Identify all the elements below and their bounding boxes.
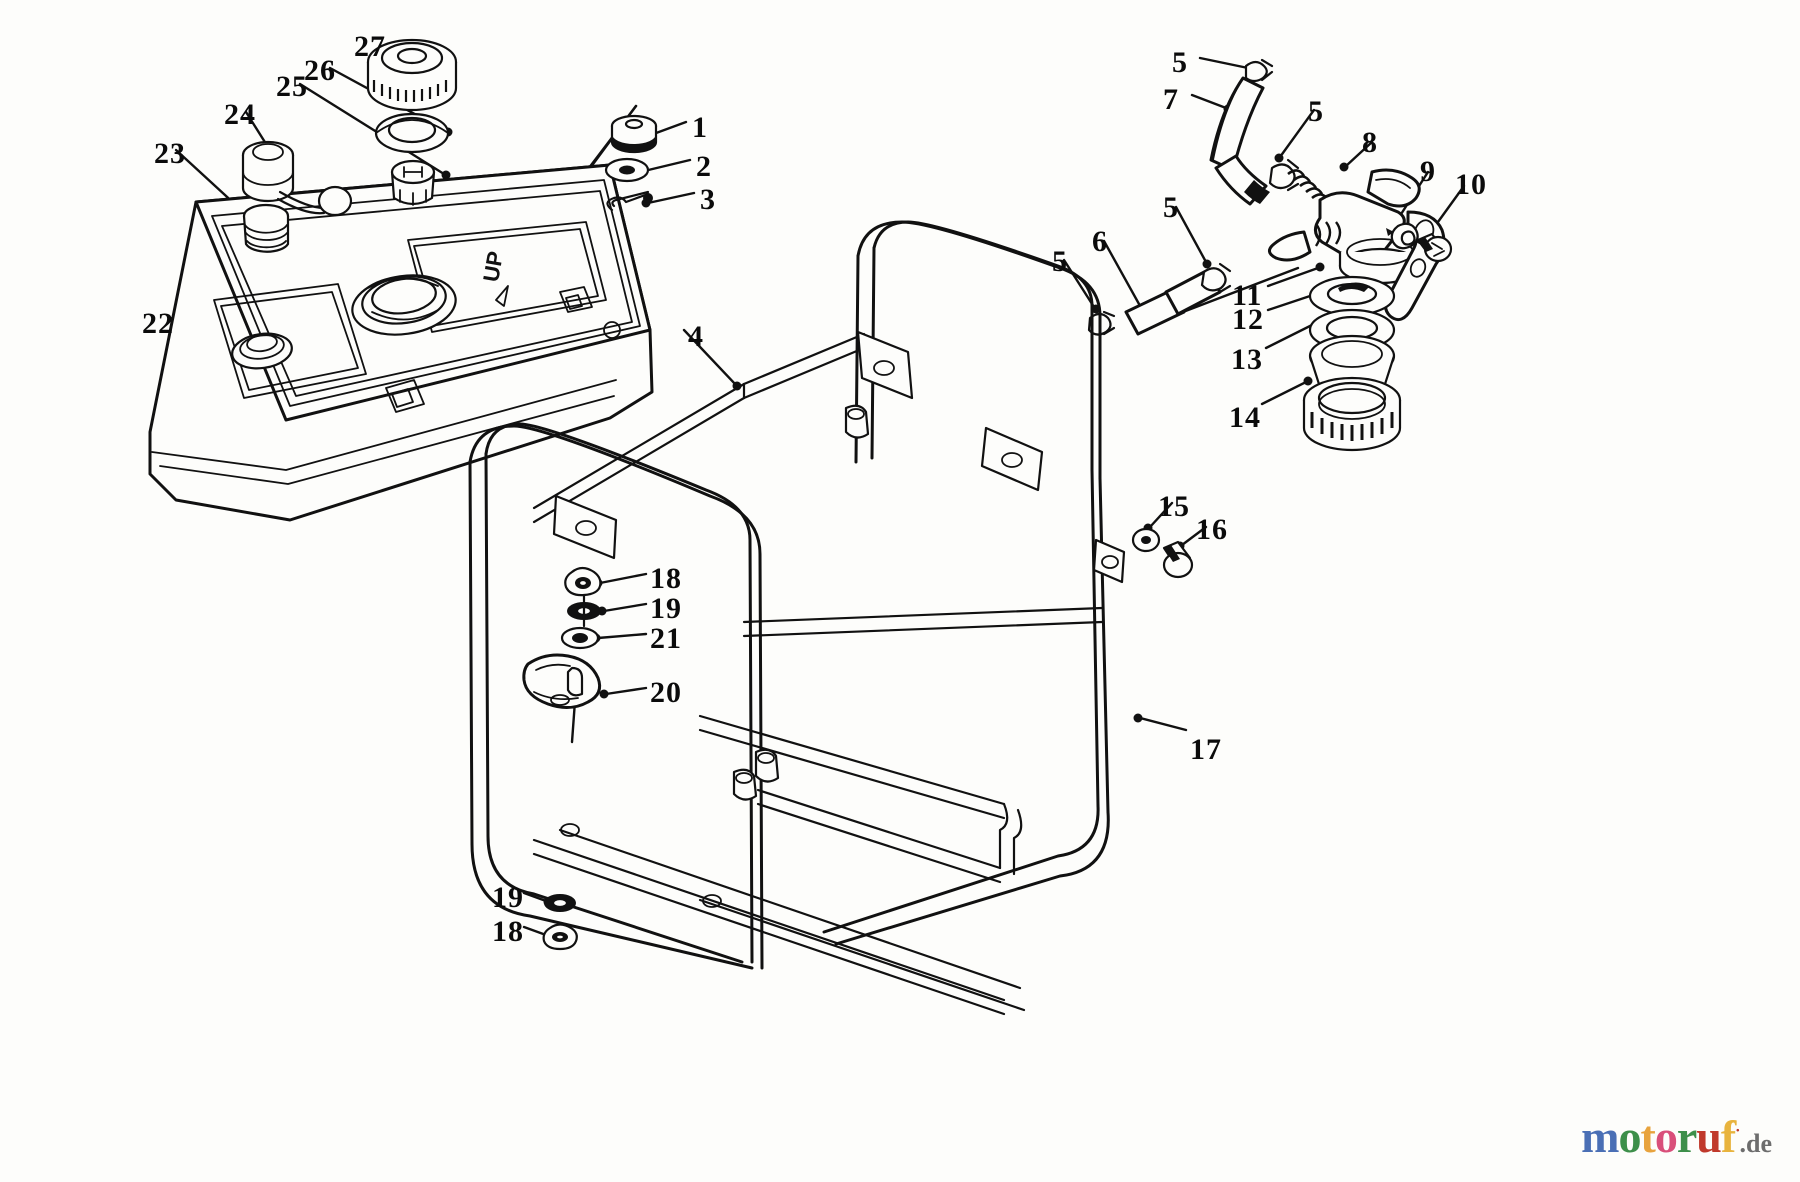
callout-sediment-cup: 13 — [1231, 343, 1263, 376]
callout-lock-washer: 15 — [1158, 490, 1190, 523]
fuel-hose-assembly — [1087, 58, 1300, 336]
callout-lock-washer: 19 — [492, 881, 524, 914]
watermark-letter: u — [1696, 1111, 1722, 1162]
motoruf-watermark: motoruf·.de — [1581, 1114, 1772, 1160]
callout-fuel-strainer-screen: 25 — [276, 70, 308, 103]
tank-cap-stack — [366, 38, 458, 206]
washer-and-bolt-15-16 — [1131, 527, 1194, 579]
callout-tethered-cap: 24 — [224, 98, 256, 131]
hardware-stack-bottom — [542, 894, 578, 951]
callout-engine-mount-bracket: 20 — [650, 676, 682, 709]
callout-hose-clamp: 5 — [1308, 95, 1324, 128]
callout-cotter-pin: 3 — [700, 183, 716, 216]
svg-text:UP: UP — [478, 249, 508, 283]
callout-hex-flange-bolt: 10 — [1455, 168, 1487, 201]
callout-hose-clamp: 5 — [1163, 191, 1179, 224]
watermark-letter: o — [1618, 1111, 1641, 1162]
callout-fuel-hose-straight: 6 — [1092, 225, 1108, 258]
watermark-tld: .de — [1739, 1129, 1773, 1158]
clip-and-bolt — [1386, 222, 1453, 263]
callout-retaining-c-clip: 9 — [1420, 155, 1436, 188]
callout-hex-nut: 18 — [650, 562, 682, 595]
drain-plug-23 — [242, 203, 290, 253]
callout-cap-gasket-ring: 26 — [304, 54, 336, 87]
watermark-dot: · — [1735, 1122, 1740, 1140]
callout-sediment-gasket: 12 — [1232, 303, 1264, 336]
sediment-bowl-stack — [1302, 275, 1402, 452]
callout-lock-washer: 19 — [650, 592, 682, 625]
callout-hex-head-bolt: 16 — [1196, 513, 1228, 546]
callout-fuel-valve-body: 8 — [1362, 126, 1378, 159]
mount-hardware-123 — [604, 114, 658, 212]
fuel-tank-22: UP — [148, 163, 654, 522]
watermark-letter: t — [1640, 1111, 1655, 1162]
callout-fuel-hose-curved: 7 — [1163, 83, 1179, 116]
callout-cup-retaining-nut: 14 — [1229, 401, 1261, 434]
callout-grommet-mount-bushing: 1 — [692, 111, 708, 144]
tethered-cap-24 — [241, 140, 353, 217]
callout-fuel-tank: 22 — [142, 307, 174, 340]
callout-o-ring-seal: 11 — [1232, 279, 1263, 312]
frame-assembly — [468, 220, 1126, 1016]
callout-hose-clamp: 5 — [1052, 245, 1068, 278]
watermark-letter: f — [1720, 1111, 1736, 1162]
callout-flat-washer: 2 — [696, 150, 712, 183]
callout-frame-tube-assembly: 17 — [1190, 733, 1222, 766]
hardware-stack-18-19-21-20 — [522, 566, 602, 709]
callout-hex-nut: 18 — [492, 915, 524, 948]
watermark-letter: m — [1581, 1111, 1619, 1162]
callout-frame-cross-rail: 4 — [688, 320, 704, 353]
watermark-letter: o — [1654, 1111, 1678, 1162]
callout-flat-washer: 21 — [650, 622, 682, 655]
callout-hose-clamp: 5 — [1172, 46, 1188, 79]
watermark-letter: r — [1676, 1111, 1697, 1162]
callout-fuel-tank-cap: 27 — [354, 30, 386, 63]
callout-drain-plug: 23 — [154, 137, 186, 170]
